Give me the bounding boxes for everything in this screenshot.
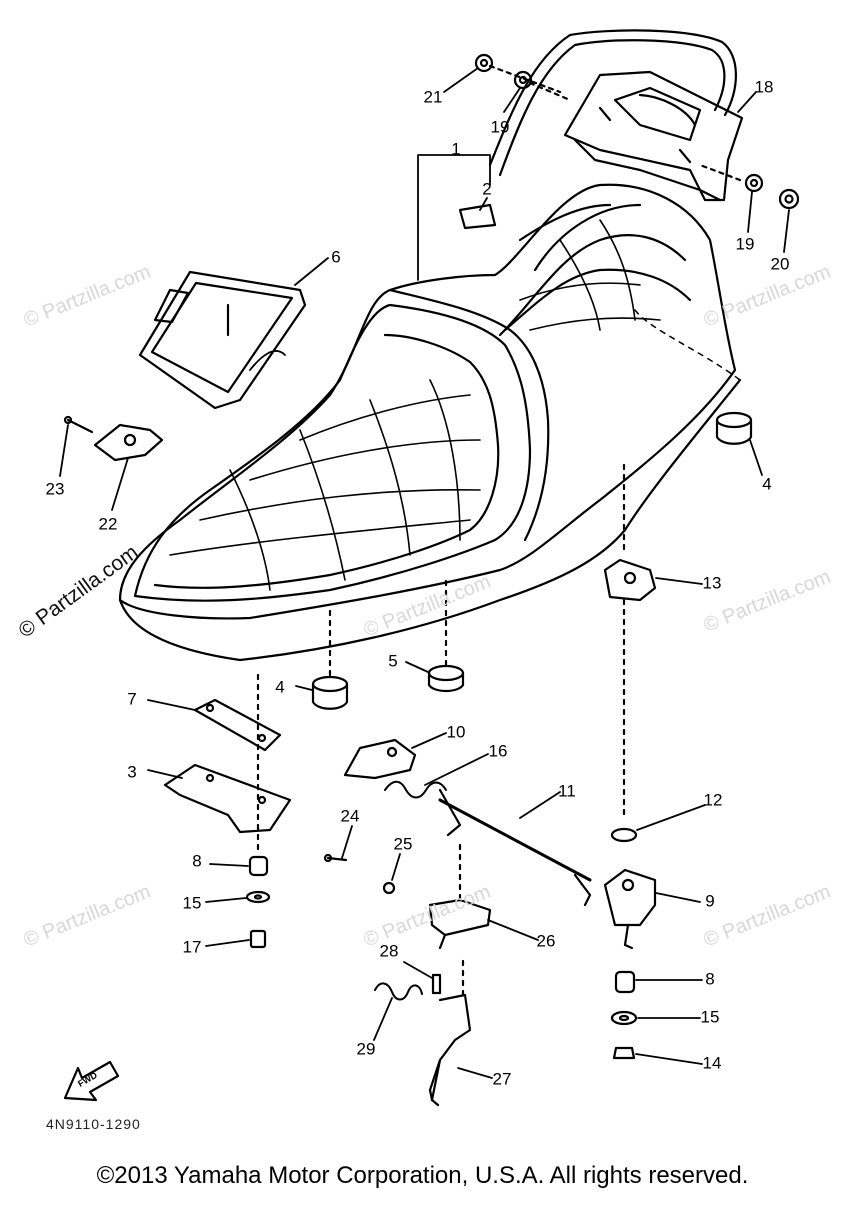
callout-number-2: 2 — [482, 179, 491, 198]
callout-leader-18 — [737, 91, 757, 113]
callout-leader-14 — [635, 1053, 703, 1065]
callout-number-19: 19 — [491, 117, 510, 136]
callout-leader-28 — [403, 961, 433, 979]
callout-leader-11 — [519, 791, 561, 819]
callout-leader-9 — [655, 892, 701, 903]
callout-leader-23 — [59, 424, 69, 477]
callout-leader-25 — [391, 853, 401, 881]
callout-leader-20 — [783, 209, 790, 253]
callout-number-12: 12 — [704, 790, 723, 809]
callout-leader-21 — [443, 67, 479, 93]
left-hardware-stack — [245, 855, 271, 949]
dampers — [311, 411, 753, 710]
callout-number-15: 15 — [183, 893, 202, 912]
callout-leader-17 — [205, 939, 250, 947]
callout-number-8: 8 — [705, 969, 714, 988]
callout-leader-4 — [749, 439, 763, 476]
callout-number-17: 17 — [183, 937, 202, 956]
callout-leader-16 — [424, 753, 489, 786]
callout-number-7: 7 — [127, 689, 136, 708]
copyright-notice: ©2013 Yamaha Motor Corporation, U.S.A. A… — [96, 1162, 749, 1189]
callout-number-9: 9 — [705, 891, 714, 910]
callout-leader-13 — [655, 577, 703, 585]
collar-12 — [610, 827, 638, 843]
callout-leader-10 — [411, 732, 447, 749]
grab-rail-part — [488, 29, 744, 202]
latch-mechanism — [343, 738, 657, 950]
callout-number-25: 25 — [394, 834, 413, 853]
seat-part — [118, 183, 742, 662]
callout-number-8: 8 — [192, 851, 201, 870]
callout-number-3: 3 — [127, 762, 136, 781]
callout-leader-19 — [747, 191, 753, 233]
fwd-arrow-icon: FWD — [63, 1060, 120, 1102]
right-hardware-stack — [610, 970, 638, 1060]
callout-number-28: 28 — [380, 941, 399, 960]
callout-number-20: 20 — [771, 254, 790, 273]
callout-leader-27 — [457, 1067, 493, 1079]
callout-leader-8 — [209, 863, 249, 867]
callout-leader-2 — [479, 197, 488, 211]
plates-7-3 — [163, 673, 292, 857]
callout-leader-7 — [147, 699, 196, 711]
bracket-13 — [603, 558, 657, 822]
callout-leader-3 — [147, 769, 183, 779]
callout-leader-12 — [636, 804, 706, 831]
callout-number-21: 21 — [424, 87, 443, 106]
callout-number-26: 26 — [537, 931, 556, 950]
callout-number-4: 4 — [275, 677, 284, 696]
callout-number-14: 14 — [703, 1053, 722, 1072]
callout-number-22: 22 — [99, 514, 118, 533]
callout-number-23: 23 — [46, 479, 65, 498]
callout-leader-15 — [205, 897, 247, 903]
callout-leader-29 — [373, 997, 393, 1041]
callout-number-1: 1 — [451, 139, 460, 158]
callout-number-16: 16 — [489, 741, 508, 760]
callout-number-10: 10 — [447, 722, 466, 741]
callout-leader-19 — [503, 87, 521, 113]
seat-lock-bracket — [63, 415, 164, 462]
callout-leader-6 — [294, 257, 329, 286]
callout-number-5: 5 — [388, 651, 397, 670]
callout-leader-5 — [405, 661, 429, 673]
callout-number-13: 13 — [703, 573, 722, 592]
callout-leader-26 — [487, 919, 539, 941]
callout-number-6: 6 — [331, 247, 340, 266]
callout-number-11: 11 — [558, 781, 576, 800]
diagram-reference: 4N9110-1290 — [46, 1116, 141, 1132]
callout-number-19: 19 — [736, 234, 755, 253]
fasteners-top — [474, 53, 800, 210]
callout-leader-22 — [111, 457, 129, 511]
callout-leader-4 — [295, 685, 313, 691]
part1-leader — [417, 154, 497, 281]
lock-assembly — [323, 843, 492, 950]
callout-number-4: 4 — [762, 474, 771, 493]
release-lever — [374, 958, 472, 1107]
tool-tray-part — [138, 270, 307, 410]
callout-number-24: 24 — [341, 806, 360, 825]
callout-number-15: 15 — [701, 1007, 720, 1026]
callout-number-18: 18 — [755, 77, 774, 96]
callout-number-29: 29 — [357, 1039, 376, 1058]
callout-leader-24 — [341, 825, 353, 859]
callout-number-27: 27 — [493, 1069, 512, 1088]
